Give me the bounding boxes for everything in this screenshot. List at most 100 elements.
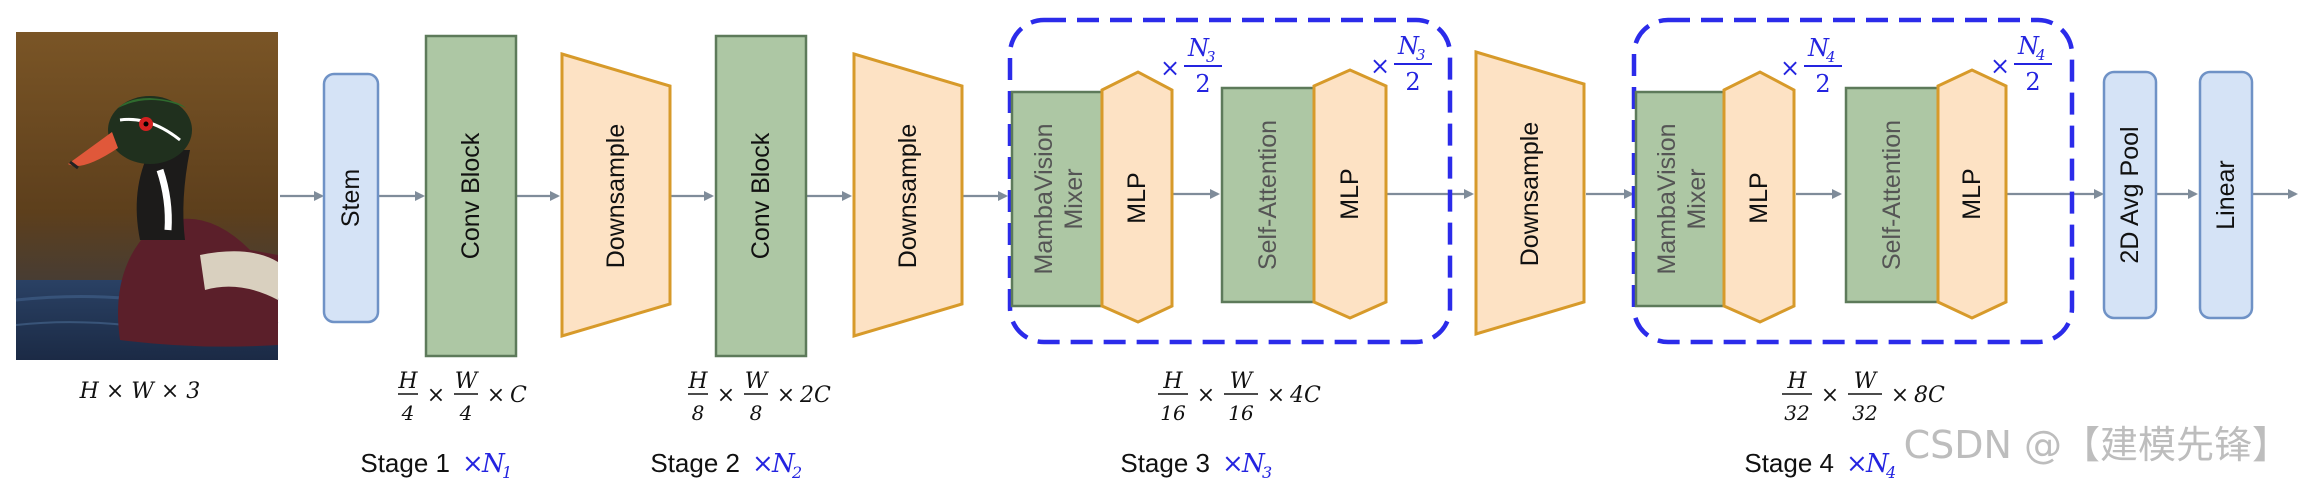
stage-4-label: Stage 4 ×N4 bbox=[1744, 448, 1896, 482]
avg-pool-label: 2D Avg Pool bbox=[2116, 126, 2144, 263]
shape-times-1: × bbox=[717, 383, 735, 408]
s3-rep2-sub: 3 bbox=[1416, 46, 1426, 64]
shape-times-2: × bbox=[777, 383, 795, 408]
s4-mixer-label-line1: MambaVision bbox=[1653, 123, 1681, 274]
shape-times-1: × bbox=[427, 383, 445, 408]
s4-mlp1-label: MLP bbox=[1745, 172, 1773, 223]
s3-rep2-den: 2 bbox=[1405, 68, 1420, 96]
s3-rep1-den: 2 bbox=[1195, 70, 1210, 98]
shape-times-2: × bbox=[1891, 383, 1909, 408]
watermark-text: CSDN @【建模先锋】 bbox=[1904, 423, 2290, 467]
s4-rep1-sub: 4 bbox=[1825, 48, 1836, 66]
s4-rep2-den: 2 bbox=[2025, 68, 2040, 96]
shape-h: H bbox=[687, 369, 708, 394]
downsample-3-label: Downsample bbox=[1516, 122, 1544, 267]
stage-3-hybrid-group: MambaVision Mixer MLP Self-Attention MLP… bbox=[1007, 17, 1453, 345]
stage-times: × bbox=[462, 449, 484, 479]
shape-h: H bbox=[1162, 369, 1183, 394]
shape-h: H bbox=[397, 369, 418, 394]
s3-rep2-n: N bbox=[1397, 32, 1420, 60]
s3-repeat-annotation-1: × N 3 2 bbox=[1160, 34, 1222, 98]
input-dims-label: H × W × 3 bbox=[79, 379, 201, 404]
stage-2-shape: H8×W8×2C bbox=[687, 369, 831, 425]
shape-channels: 8C bbox=[1914, 383, 1945, 408]
stage-1-label: Stage 1×N1 bbox=[360, 448, 512, 482]
s4-rep2-times: × bbox=[1990, 52, 2010, 80]
stage-times: × bbox=[1846, 449, 1868, 479]
stage-times: × bbox=[752, 449, 774, 479]
s4-attn-label: Self-Attention bbox=[1878, 120, 1906, 270]
s4-rep2-n: N bbox=[2017, 32, 2040, 60]
shape-times-1: × bbox=[1197, 383, 1215, 408]
input-image-duck bbox=[15, 32, 279, 360]
stage-name: Stage 3 bbox=[1120, 448, 1210, 478]
linear-label: Linear bbox=[2212, 160, 2240, 230]
stage-2-label: Stage 2 ×N2 bbox=[650, 448, 802, 482]
shape-times-2: × bbox=[487, 383, 505, 408]
linear-block: Linear bbox=[2198, 70, 2254, 320]
shape-times-2: × bbox=[1267, 383, 1285, 408]
stage-n: N bbox=[481, 449, 506, 479]
stage-n: N bbox=[1865, 449, 1890, 479]
shape-channels: 4C bbox=[1289, 383, 1321, 408]
shape-h-den: 32 bbox=[1784, 401, 1809, 425]
s3-rep1-n: N bbox=[1187, 34, 1210, 62]
conv-block-1-label: Conv Block bbox=[457, 132, 485, 259]
stage-3-shape: H16×W16×4C bbox=[1158, 369, 1321, 425]
s3-mlp2-label: MLP bbox=[1336, 168, 1364, 219]
shape-w: W bbox=[745, 369, 770, 394]
stage-n: N bbox=[1241, 449, 1266, 479]
s3-rep1-sub: 3 bbox=[1206, 48, 1216, 66]
stage-name: Stage 2 bbox=[650, 448, 740, 478]
conv-block-1: Conv Block bbox=[424, 34, 518, 358]
s3-mixer-label-line1: MambaVision bbox=[1030, 123, 1058, 274]
downsample-block-3: Downsample bbox=[1474, 49, 1586, 337]
shape-w-den: 4 bbox=[459, 401, 473, 425]
shape-w: W bbox=[455, 369, 480, 394]
stage-n-sub: 3 bbox=[1262, 463, 1272, 482]
s4-rep1-den: 2 bbox=[1815, 70, 1830, 98]
s3-repeat-annotation-2: × N 3 2 bbox=[1370, 32, 1432, 96]
shape-w: W bbox=[1230, 369, 1255, 394]
flow-arrows bbox=[280, 189, 2298, 201]
s4-rep1-times: × bbox=[1780, 54, 1800, 82]
stage-4-shape: H32×W32×8C bbox=[1782, 369, 1945, 425]
downsample-block-1: Downsample bbox=[560, 51, 672, 339]
s3-attn-label: Self-Attention bbox=[1254, 120, 1282, 270]
stage-name: Stage 4 bbox=[1744, 448, 1834, 478]
conv-block-2-label: Conv Block bbox=[747, 132, 775, 259]
shape-w-den: 8 bbox=[750, 401, 763, 425]
s4-mlp2-label: MLP bbox=[1958, 168, 1986, 219]
shape-h-den: 4 bbox=[401, 401, 415, 425]
stage-n-sub: 4 bbox=[1885, 463, 1896, 482]
stage-n-sub: 2 bbox=[791, 463, 802, 482]
conv-block-2: Conv Block bbox=[714, 34, 808, 358]
s4-repeat-annotation-1: × N 4 2 bbox=[1780, 34, 1842, 98]
stage-times: × bbox=[1222, 449, 1244, 479]
s4-rep2-sub: 4 bbox=[2035, 46, 2046, 64]
shape-times-1: × bbox=[1821, 383, 1839, 408]
s4-repeat-annotation-2: × N 4 2 bbox=[1990, 32, 2052, 96]
stage-n: N bbox=[771, 449, 796, 479]
shape-h: H bbox=[1786, 369, 1807, 394]
stage-1-shape: H4×W4×C bbox=[397, 369, 527, 425]
stem-block: Stem bbox=[322, 72, 380, 324]
stage-n-sub: 1 bbox=[502, 463, 512, 482]
s3-mixer-label-line2: Mixer bbox=[1060, 168, 1088, 229]
s3-rep1-times: × bbox=[1160, 54, 1180, 82]
stage-4-hybrid-group: MambaVision Mixer MLP Self-Attention MLP… bbox=[1631, 17, 2075, 345]
s4-mixer-label-line2: Mixer bbox=[1683, 168, 1711, 229]
s4-rep1-n: N bbox=[1807, 34, 1830, 62]
stage-3-label: Stage 3 ×N3 bbox=[1120, 448, 1272, 482]
avg-pool-block: 2D Avg Pool bbox=[2102, 70, 2158, 320]
shape-channels: C bbox=[510, 383, 527, 408]
shape-w-den: 16 bbox=[1228, 401, 1254, 425]
s3-rep2-times: × bbox=[1370, 52, 1390, 80]
shape-w-den: 32 bbox=[1852, 401, 1877, 425]
s3-mlp1-label: MLP bbox=[1123, 172, 1151, 223]
shape-w: W bbox=[1854, 369, 1879, 394]
stem-label: Stem bbox=[337, 169, 365, 227]
